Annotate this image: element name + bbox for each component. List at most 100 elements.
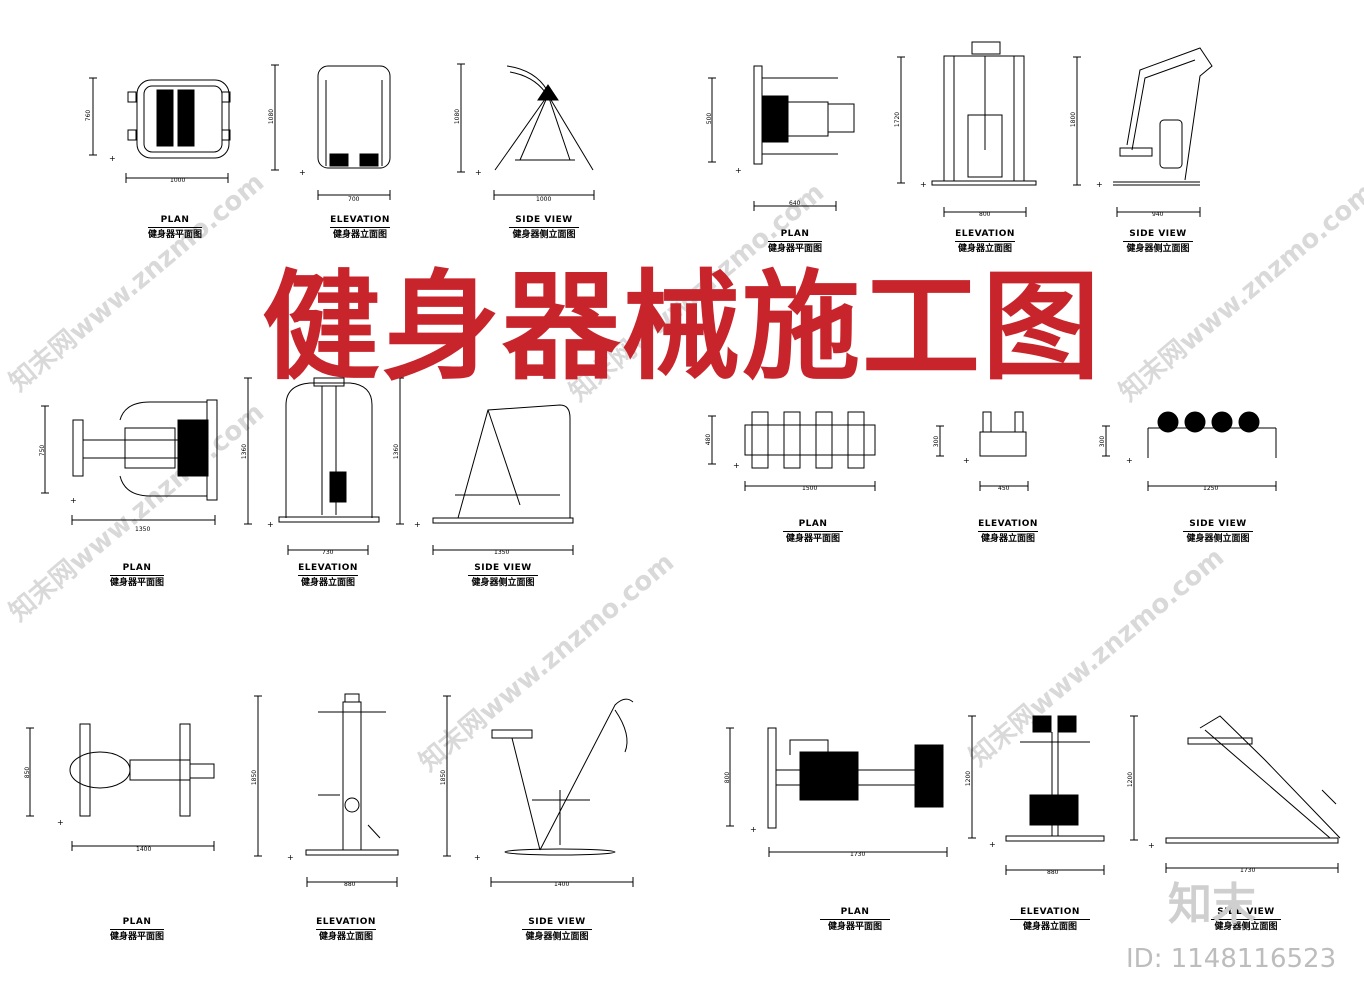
caption-underline	[522, 929, 592, 930]
svg-text:+: +	[1148, 841, 1155, 850]
caption-zh: 健身器立面图	[1022, 922, 1077, 932]
caption-zh: 健身器侧立面图	[1186, 534, 1250, 544]
svg-text:+: +	[474, 853, 481, 862]
caption-underline	[820, 919, 890, 920]
svg-text:+: +	[750, 825, 757, 834]
caption-en: PLAN	[160, 215, 190, 225]
dim-width: 730	[322, 549, 334, 556]
svg-text:+: +	[733, 461, 740, 470]
caption-side: SIDE VIEW 健身器侧立面图	[1108, 229, 1208, 255]
dim-height: 480	[705, 433, 713, 446]
caption-en: ELEVATION	[955, 229, 1015, 239]
page-title: 健身器械施工图	[261, 258, 1102, 396]
caption-zh: 健身器立面图	[332, 230, 387, 240]
dim-height: 500	[706, 112, 714, 125]
caption-elevation: ELEVATION 健身器立面图	[310, 215, 410, 241]
caption-underline	[509, 227, 579, 228]
drawing-plan-6: +	[726, 728, 947, 857]
dim-height: 750	[39, 444, 47, 457]
svg-text:+: +	[989, 840, 996, 849]
dim-width: 1730	[1240, 867, 1256, 874]
dim-height: 800	[724, 771, 732, 784]
svg-text:+: +	[109, 154, 116, 163]
caption-elevation: ELEVATION 健身器立面图	[935, 229, 1035, 255]
caption-underline	[1123, 241, 1193, 242]
drawing-elevation-3: +	[244, 378, 379, 555]
dim-width: 700	[348, 196, 360, 203]
caption-en: SIDE VIEW	[528, 917, 586, 927]
caption-zh: 健身器侧立面图	[525, 932, 589, 942]
drawing-side-2: +	[1073, 48, 1212, 217]
drawing-elevation-6: +	[968, 716, 1104, 875]
dim-width: 1730	[850, 851, 866, 858]
dim-width: 1350	[494, 549, 510, 556]
dim-width: 1400	[136, 846, 152, 853]
caption-side: SIDE VIEW 健身器侧立面图	[507, 917, 607, 943]
caption-zh: 健身器立面图	[318, 932, 373, 942]
caption-plan: PLAN 健身器平面图	[768, 519, 858, 545]
dim-height: 1200	[965, 770, 973, 787]
caption-underline	[1211, 919, 1281, 920]
caption-underline	[110, 575, 164, 576]
dim-width: 450	[998, 485, 1010, 492]
dim-height: 300	[933, 435, 941, 448]
caption-en: ELEVATION	[1020, 907, 1080, 917]
caption-elevation: ELEVATION 健身器立面图	[1000, 907, 1100, 933]
caption-side: SIDE VIEW 健身器侧立面图	[1168, 519, 1268, 545]
dim-height: 1200	[1127, 771, 1135, 788]
dim-height: 1720	[894, 111, 902, 128]
caption-underline	[298, 575, 358, 576]
caption-en: ELEVATION	[316, 917, 376, 927]
dim-width: 800	[979, 211, 991, 218]
drawing-side-1: +	[457, 64, 594, 200]
svg-text:+: +	[475, 168, 482, 177]
caption-en: SIDE VIEW	[1189, 519, 1247, 529]
caption-en: PLAN	[122, 563, 152, 573]
caption-zh: 健身器平面图	[109, 932, 164, 942]
caption-en: SIDE VIEW	[474, 563, 532, 573]
caption-underline	[316, 929, 376, 930]
caption-en: ELEVATION	[978, 519, 1038, 529]
dim-height: 1800	[1070, 111, 1078, 128]
caption-side: SIDE VIEW 健身器侧立面图	[453, 563, 553, 589]
caption-en: PLAN	[122, 917, 152, 927]
caption-underline	[783, 531, 843, 532]
caption-zh: 健身器侧立面图	[471, 578, 535, 588]
caption-zh: 健身器立面图	[300, 578, 355, 588]
svg-text:+: +	[963, 456, 970, 465]
caption-elevation: ELEVATION 健身器立面图	[278, 563, 378, 589]
dim-width: 880	[1047, 869, 1059, 876]
caption-plan: PLAN 健身器平面图	[750, 229, 840, 255]
dim-height: 1080	[454, 108, 462, 125]
dim-width: 1250	[1203, 485, 1219, 492]
svg-text:+: +	[1096, 180, 1103, 189]
caption-en: ELEVATION	[330, 215, 390, 225]
caption-plan: PLAN 健身器平面图	[92, 563, 182, 589]
caption-zh: 健身器平面图	[147, 230, 202, 240]
caption-elevation: ELEVATION 健身器立面图	[296, 917, 396, 943]
brand-logo-text: 知末	[1168, 879, 1256, 930]
svg-text:+: +	[70, 496, 77, 505]
drawing-elevation-2: +	[897, 42, 1036, 217]
caption-zh: 健身器侧立面图	[512, 230, 576, 240]
dim-width: 940	[1152, 211, 1164, 218]
drawing-elevation-1: +	[271, 65, 390, 200]
caption-zh: 健身器平面图	[827, 922, 882, 932]
drawing-side-3: +	[396, 378, 573, 555]
caption-underline	[1010, 919, 1090, 920]
caption-en: PLAN	[780, 229, 810, 239]
dim-width: 640	[789, 200, 801, 207]
drawing-side-5: +	[443, 696, 633, 887]
caption-plan: PLAN 健身器平面图	[810, 907, 900, 933]
caption-underline	[468, 575, 538, 576]
dim-height: 1080	[268, 108, 276, 125]
drawing-side-6: +	[1130, 716, 1340, 873]
drawing-plan-1: +	[89, 78, 230, 183]
caption-zh: 健身器侧立面图	[1126, 244, 1190, 254]
drawing-plan-5: +	[26, 724, 214, 851]
drawing-plan-2: +	[708, 66, 854, 211]
svg-text:+: +	[57, 818, 64, 827]
svg-text:+: +	[735, 166, 742, 175]
caption-en: SIDE VIEW	[515, 215, 573, 225]
caption-underline	[768, 241, 822, 242]
